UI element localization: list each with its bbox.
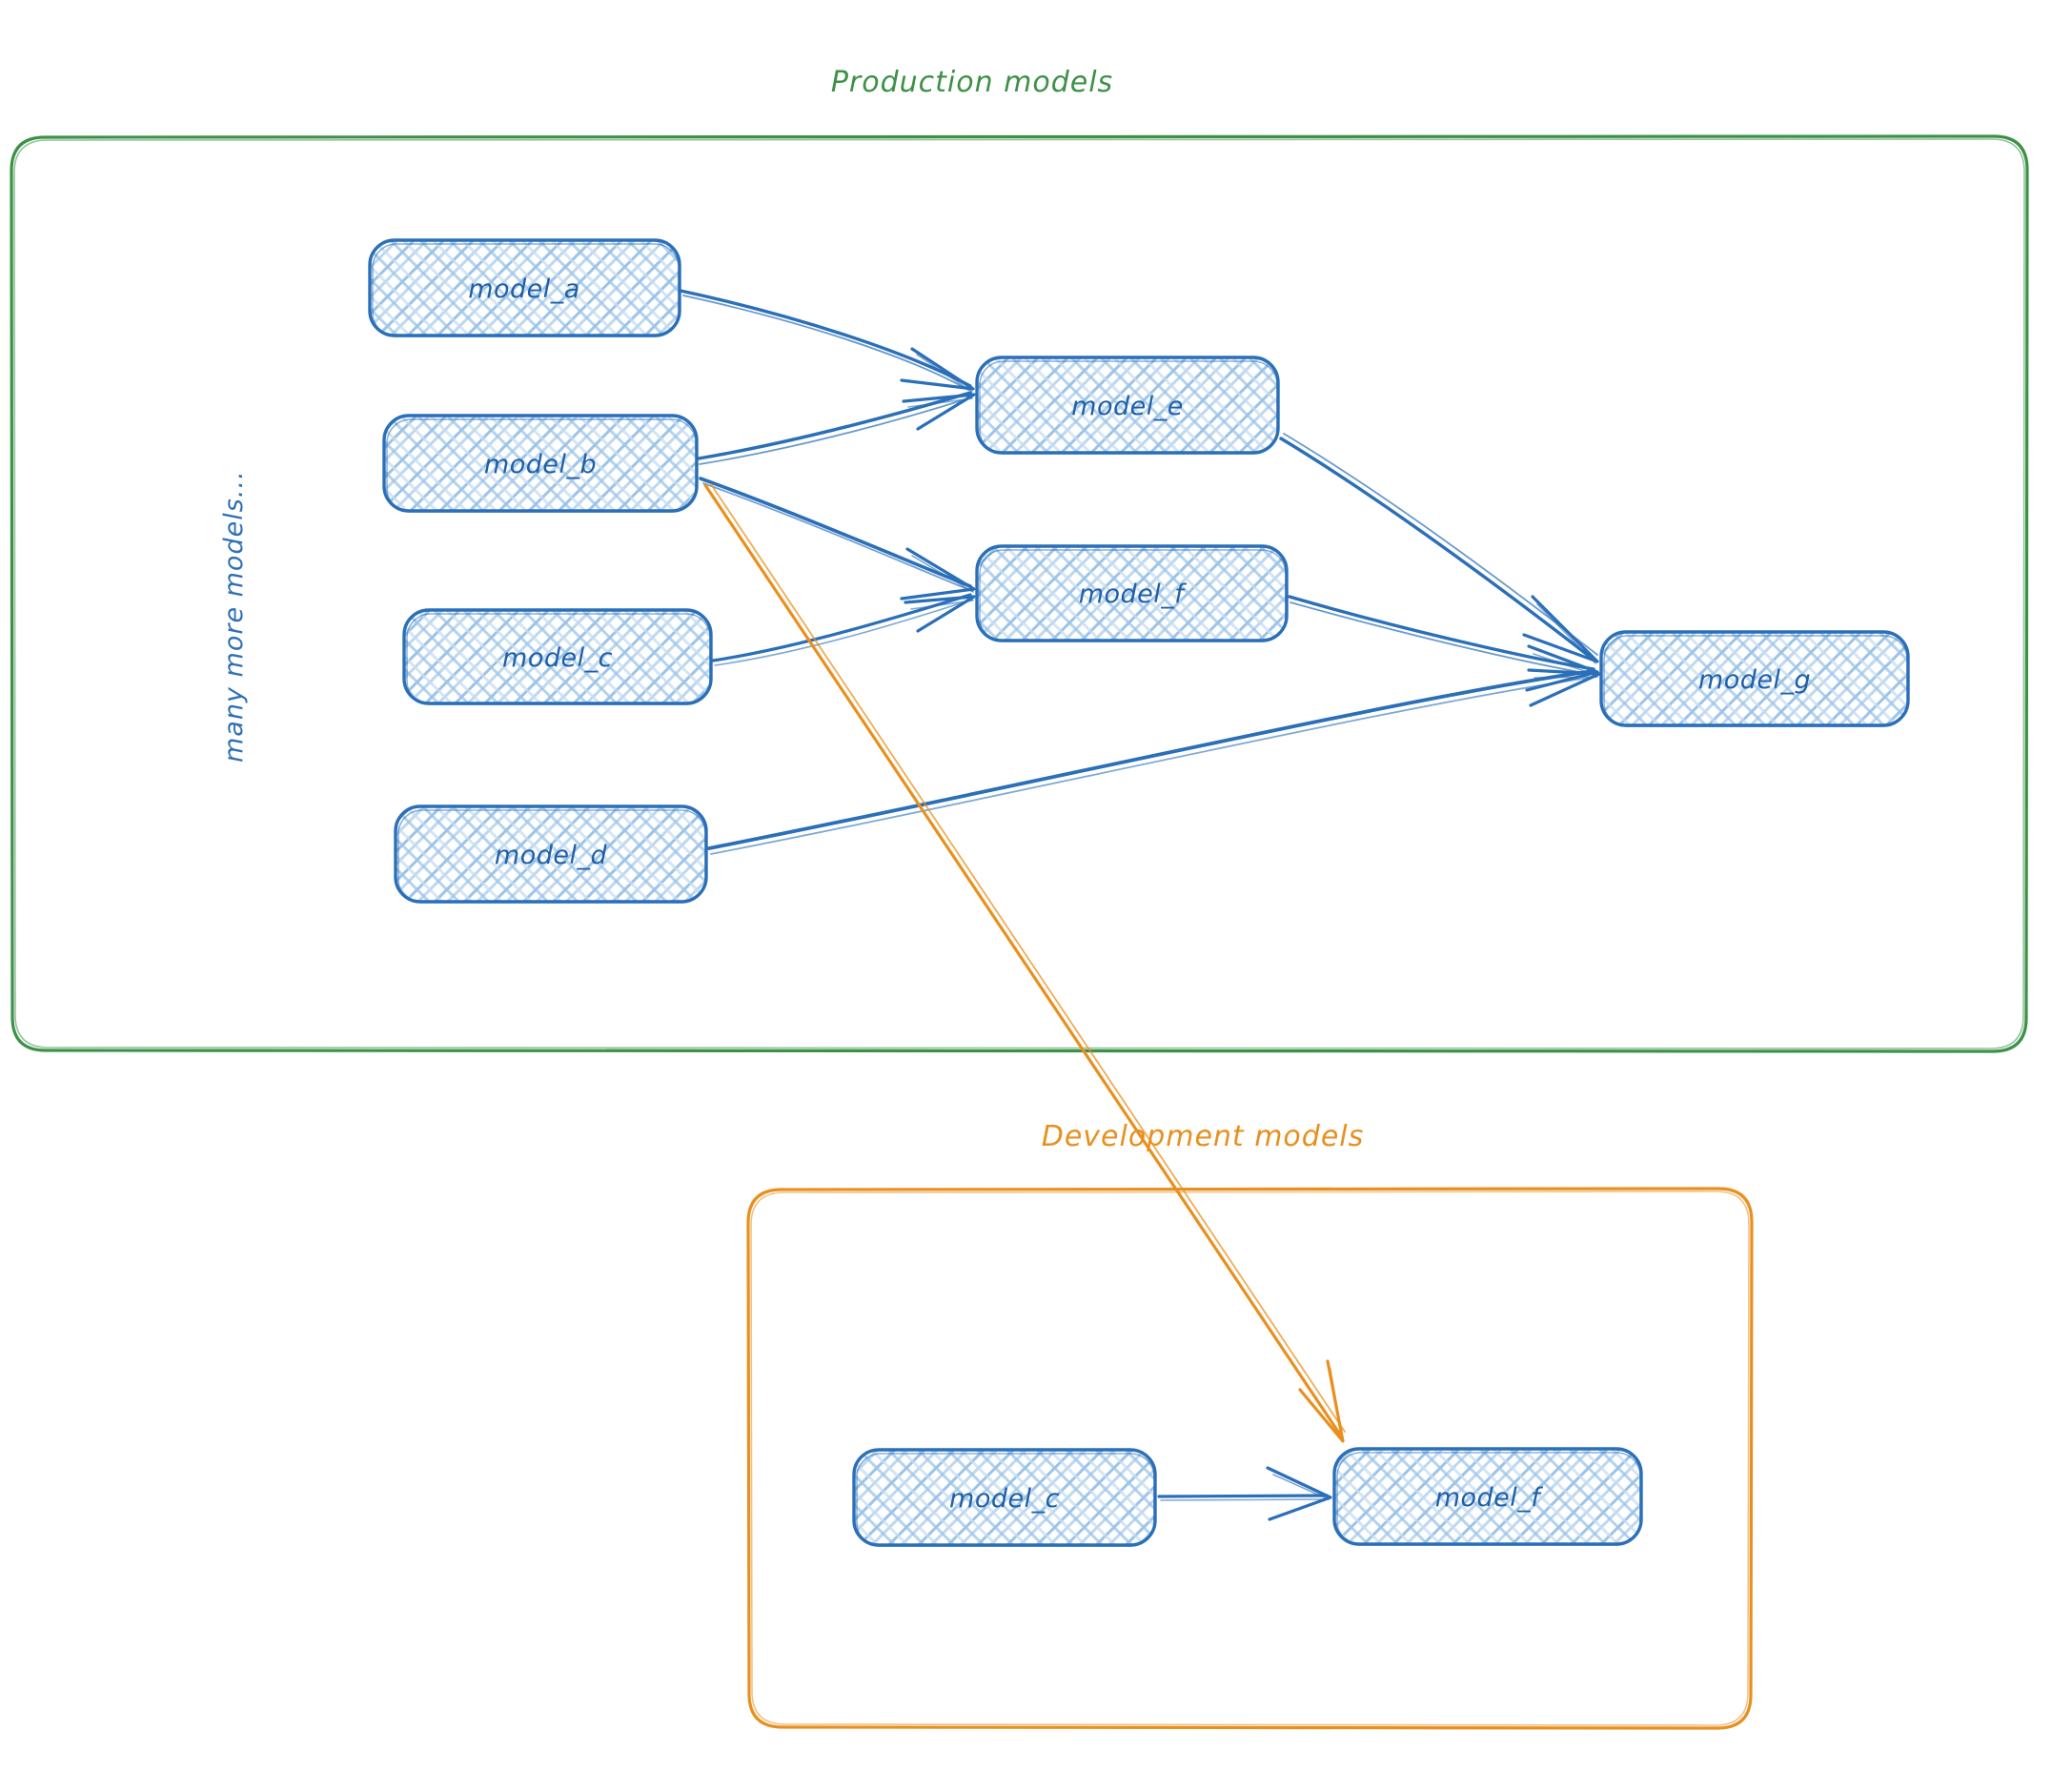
edge-model-b-to-dev-model-f [703, 483, 1346, 1443]
edge-model-e-to-model-g [1279, 433, 1599, 664]
edge-model-c-to-model-f [711, 593, 976, 666]
node-model-a[interactable] [368, 238, 681, 337]
node-label-model-d: model_d [495, 841, 608, 870]
node-label-dev-model-c: model_c [949, 1484, 1060, 1514]
node-model-c[interactable] [402, 608, 713, 705]
node-model-b[interactable] [382, 414, 699, 513]
node-model-f[interactable] [975, 544, 1289, 642]
side-note-many-more-models: many more models... [219, 470, 249, 763]
node-model-g[interactable] [1599, 630, 1910, 727]
node-label-model-c: model_c [502, 643, 613, 673]
edge-model-b-to-model-e [697, 391, 976, 465]
node-dev-model-f[interactable] [1332, 1447, 1643, 1546]
node-label-model-f: model_f [1079, 580, 1188, 609]
node-model-e[interactable] [975, 356, 1280, 455]
node-label-dev-model-f: model_f [1435, 1483, 1544, 1513]
group-label-production: Production models [831, 66, 1113, 99]
group-container-production [10, 134, 2029, 1053]
group-container-development [746, 1187, 1754, 1730]
node-label-model-a: model_a [468, 275, 580, 304]
edge-model-d-to-model-g [707, 668, 1601, 855]
node-label-model-g: model_g [1698, 665, 1811, 695]
node-label-model-b: model_b [484, 450, 597, 479]
node-label-model-e: model_e [1071, 392, 1184, 421]
edge-model-b-to-model-f [699, 477, 976, 601]
node-dev-model-c[interactable] [852, 1448, 1157, 1547]
edge-dev-model-c-to-dev-model-f [1157, 1466, 1332, 1521]
edge-model-a-to-model-e [679, 289, 975, 393]
group-label-development: Development models [1042, 1120, 1365, 1153]
node-model-d[interactable] [394, 804, 708, 904]
